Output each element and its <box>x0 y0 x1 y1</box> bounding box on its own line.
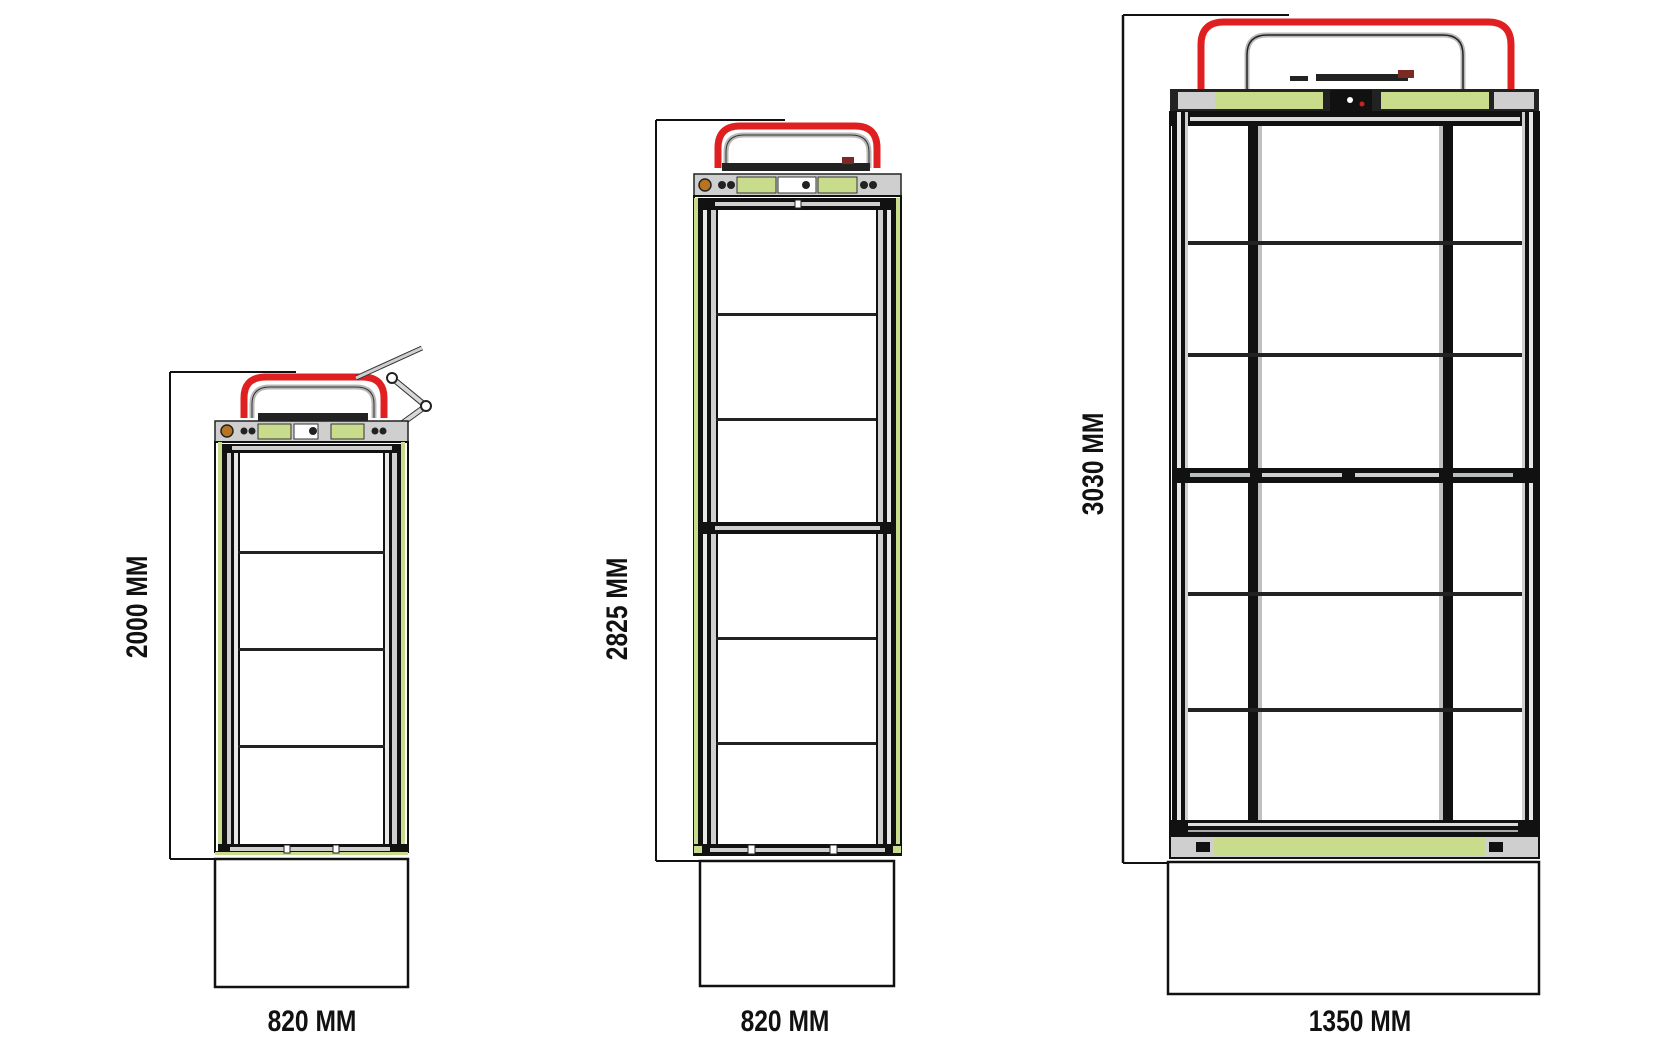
height-dimension-line <box>1121 14 1289 864</box>
width-label-small: 820 MM <box>267 1005 357 1038</box>
unit-large <box>1121 14 1541 996</box>
height-label-large: 3030 MM <box>1077 412 1110 516</box>
width-dimension-box <box>698 859 896 988</box>
handle <box>714 122 881 171</box>
width-dimension-box <box>1166 860 1541 996</box>
unit-small <box>169 345 432 989</box>
height-label-medium: 2825 MM <box>601 557 634 661</box>
top-control-bar <box>693 173 902 197</box>
frame <box>1169 111 1540 859</box>
side-arm <box>354 345 432 441</box>
top-control-bar <box>1170 89 1539 112</box>
height-dimension-line <box>655 119 785 862</box>
top-control-bar <box>214 420 409 443</box>
height-dimension-line <box>169 371 296 860</box>
width-dimension-box <box>213 857 410 989</box>
unit-medium <box>655 119 902 988</box>
frame <box>214 441 409 855</box>
width-label-medium: 820 MM <box>740 1005 830 1038</box>
frame <box>693 195 902 856</box>
height-label-small: 2000 MM <box>121 555 154 659</box>
handle <box>240 373 388 422</box>
width-label-large: 1350 MM <box>1308 1005 1412 1038</box>
handle <box>1197 18 1515 90</box>
